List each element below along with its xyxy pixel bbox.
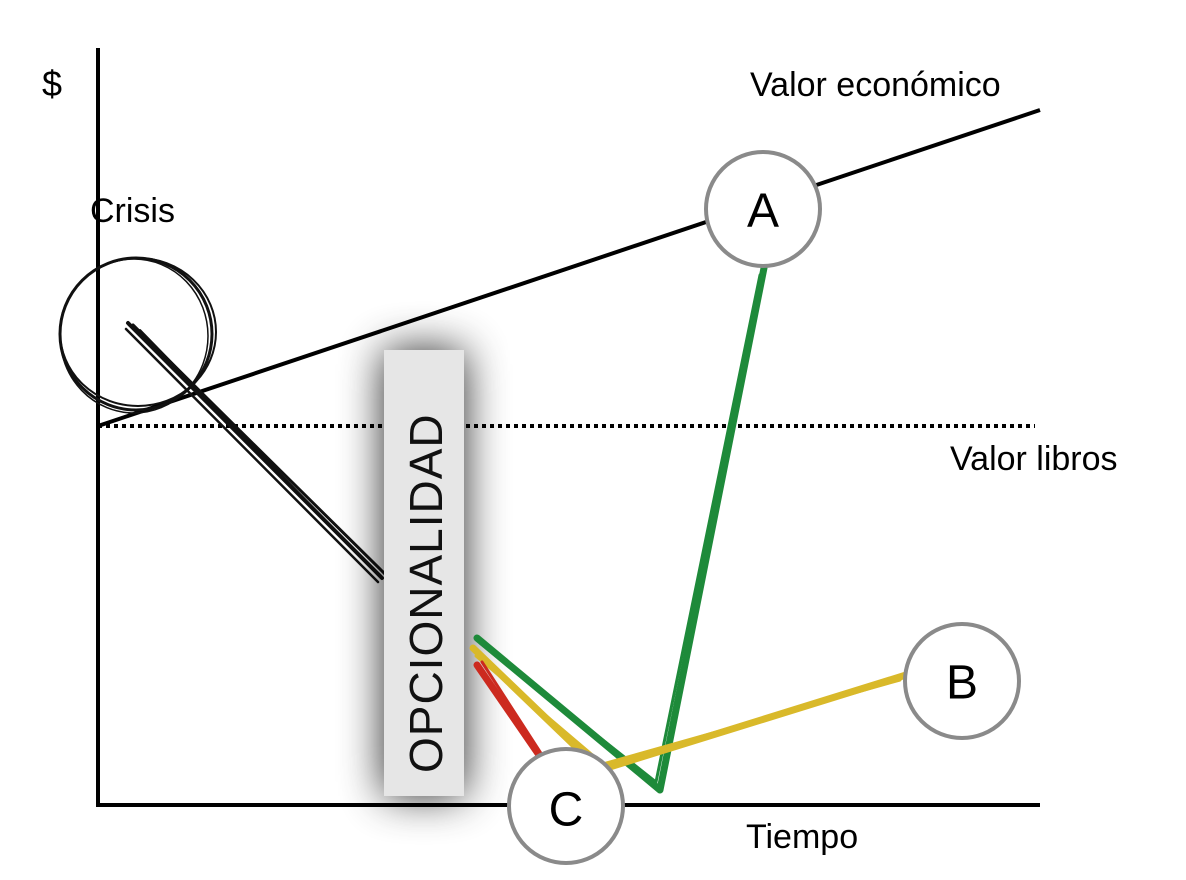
optionality-label: OPCIONALIDAD <box>400 413 452 773</box>
scenario-b-marker: B <box>903 622 1021 740</box>
y-axis-label: $ <box>42 63 62 104</box>
economic-value-line <box>97 108 1041 428</box>
svg-text:B: B <box>946 657 978 710</box>
scenario-c-marker: C <box>507 747 625 865</box>
crisis-label: Crisis <box>90 192 175 230</box>
scenario-a-path <box>473 264 768 794</box>
crisis-circle <box>58 256 217 414</box>
optionality-box <box>384 350 464 796</box>
book-value-label: Valor libros <box>950 440 1118 478</box>
svg-text:A: A <box>747 185 779 238</box>
economic-value-label: Valor económico <box>750 66 1001 104</box>
svg-text:C: C <box>549 784 584 837</box>
scenario-a-marker: A <box>704 150 822 268</box>
x-axis-label: Tiempo <box>746 818 858 856</box>
crisis-decline-line <box>124 321 387 584</box>
